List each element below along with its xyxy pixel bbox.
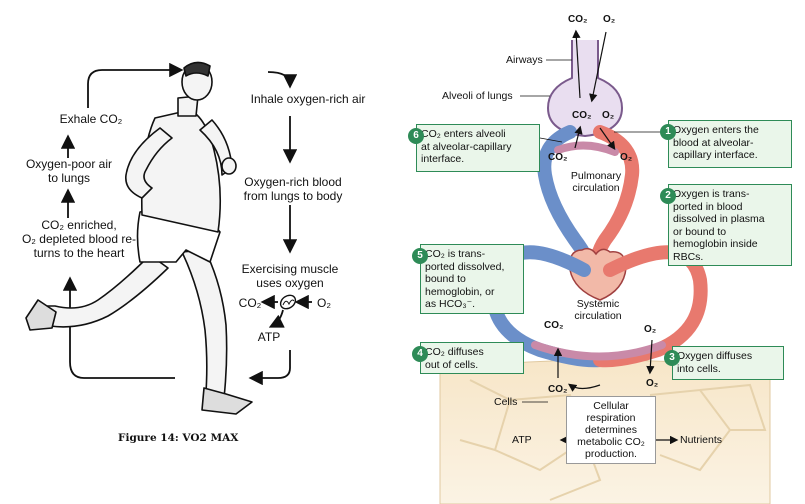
cell-co2-label: CO₂ (548, 384, 568, 395)
top-o2-label: O₂ (603, 14, 616, 25)
step-1-number: 1 (660, 124, 676, 140)
step-2-text: Oxygen is trans- ported in blood dissolv… (673, 188, 765, 263)
step-3-number: 3 (664, 350, 680, 366)
arrow-top-right (267, 71, 298, 89)
systemic-o2-label: O₂ (644, 324, 657, 335)
cycle-arrows (60, 62, 312, 386)
systemic-co2-label: CO₂ (544, 320, 564, 331)
step-1-text: Oxygen enters the blood at alveolar- cap… (673, 124, 759, 161)
exercising-muscle-label: Exercising muscle uses oxygen (241, 262, 339, 290)
runner-diagram (25, 61, 312, 415)
arrow-atp (268, 309, 285, 328)
left-atp-label: ATP (257, 330, 281, 344)
atp-label: ATP (512, 434, 532, 446)
alveolus (546, 40, 624, 138)
alveolus-co2-label: CO₂ (572, 110, 592, 121)
arrow-bottom (62, 276, 175, 379)
arrow-top (87, 62, 184, 108)
step-6-number: 6 (408, 128, 424, 144)
left-co2-label: CO₂ (238, 296, 262, 310)
figure-caption: Figure 14: VO2 MAX (118, 432, 239, 444)
leader-lines (520, 59, 668, 403)
step-1-box: 1 Oxygen enters the blood at alveolar- c… (660, 120, 792, 168)
step-5-number: 5 (412, 248, 428, 264)
step-5-box: 5 CO₂ is trans- ported dissolved, bound … (412, 244, 524, 314)
step-6-text: CO₂ enters alveoli at alveolar-capillary… (421, 128, 512, 165)
step-3-box: 3 Oxygen diffuses into cells. (664, 346, 784, 380)
step-4-text: CO₂ diffuses out of cells. (425, 346, 484, 371)
pulmonary-co2-label: CO₂ (548, 152, 568, 163)
alveolus-o2-label: O₂ (602, 110, 615, 121)
step-6-box: 6 CO₂ enters alveoli at alveolar-capilla… (408, 124, 540, 172)
alveoli-label: Alveoli of lungs (442, 90, 513, 102)
pulmonary-o2-label: O₂ (620, 152, 633, 163)
cell-o2-label: O₂ (646, 378, 659, 389)
top-co2-label: CO₂ (568, 14, 588, 25)
inhale-label: Inhale oxygen-rich air (250, 92, 366, 106)
oxygen-rich-label: Oxygen-rich blood from lungs to body (243, 175, 343, 203)
airways-label: Airways (506, 54, 543, 66)
cells-label: Cells (494, 396, 518, 408)
step-5-text: CO₂ is trans- ported dissolved, bound to… (425, 248, 505, 310)
cellular-respiration-box: Cellular respiration determines metaboli… (566, 396, 656, 464)
exhale-label: Exhale CO₂ (59, 112, 123, 126)
left-o2-label: O₂ (317, 296, 331, 310)
mitochondrion-icon (279, 294, 297, 310)
nutrients-label: Nutrients (680, 434, 723, 446)
oxygen-poor-label: Oxygen-poor air to lungs (25, 157, 113, 185)
arrow-bottom-right (248, 350, 291, 386)
step-4-box: 4 CO₂ diffuses out of cells. (412, 342, 524, 374)
step-2-box: 2 Oxygen is trans- ported in blood disso… (660, 184, 792, 266)
co2-enriched-label: CO₂ enriched, O₂ depleted blood re- turn… (21, 218, 137, 260)
step-4-number: 4 (412, 346, 428, 362)
systemic-circulation-label: Systemic circulation (574, 298, 622, 322)
step-3-text: Oxygen diffuses into cells. (677, 350, 753, 375)
step-2-number: 2 (660, 188, 676, 204)
runner-figure (25, 61, 253, 415)
pulmonary-circulation-label: Pulmonary circulation (570, 170, 622, 194)
